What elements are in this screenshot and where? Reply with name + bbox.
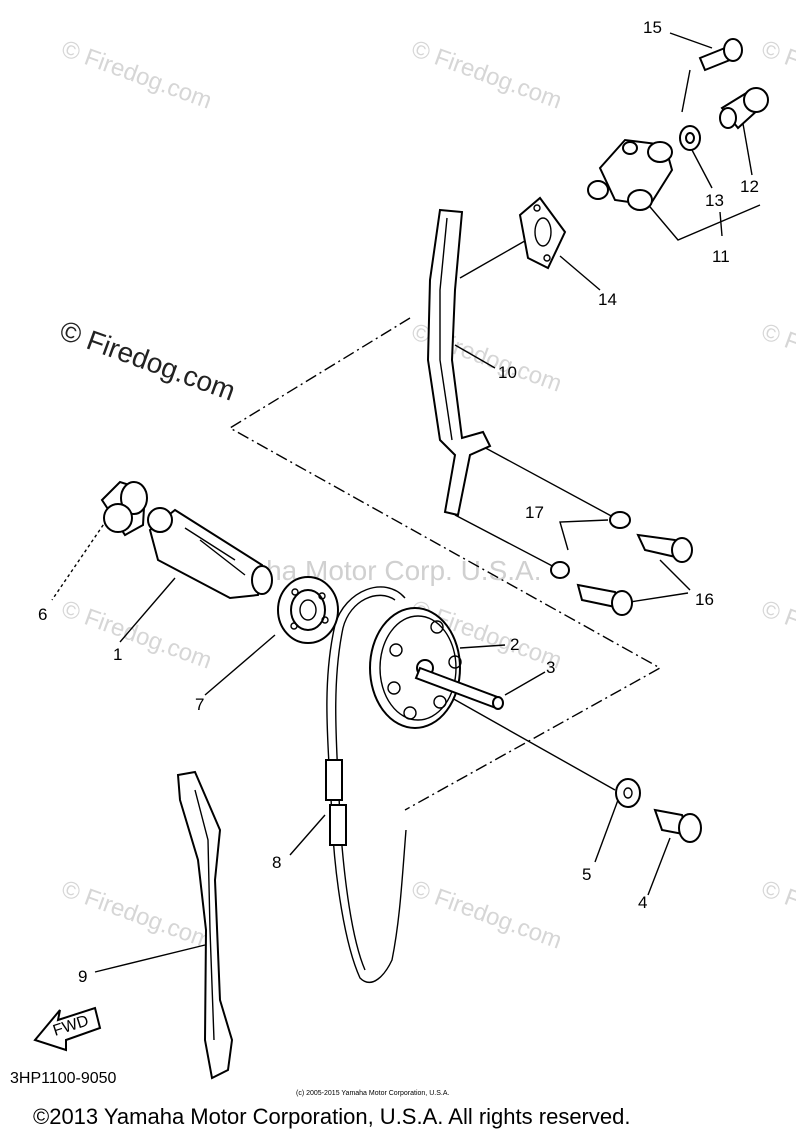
- assembly-outline: [228, 317, 662, 811]
- callout-13: 13: [705, 191, 724, 210]
- callout-6: 6: [38, 605, 47, 624]
- watermark: © Firedog.com: [758, 318, 796, 397]
- callout-3: 3: [546, 658, 555, 677]
- footer-copyright: ©2013 Yamaha Motor Corporation, U.S.A. A…: [33, 1104, 630, 1129]
- callout-16: 16: [695, 590, 714, 609]
- fwd-arrow: FWD: [33, 1006, 102, 1052]
- callout-2: 2: [510, 635, 519, 654]
- part-12-cap: [719, 87, 769, 130]
- part-2-sprocket: [369, 607, 462, 729]
- part-9-guide: [176, 770, 234, 1080]
- watermark: © Firedog.com: [758, 875, 796, 954]
- part-8-chain: [325, 586, 407, 984]
- part-16-bolts: [576, 533, 693, 616]
- callout-4: 4: [638, 893, 647, 912]
- watermark: © Firedog.com: [758, 595, 796, 674]
- watermark: © Firedog.com: [408, 875, 565, 954]
- callout-12: 12: [740, 177, 759, 196]
- part-7-bearing: [277, 576, 339, 644]
- part-5-washer: [615, 778, 641, 808]
- callout-11: 11: [712, 247, 730, 266]
- part-6-bearing: [100, 480, 148, 537]
- part-14-gasket: [518, 196, 567, 270]
- callout-7: 7: [195, 695, 204, 714]
- callout-8: 8: [272, 853, 281, 872]
- part-11-tensioner: [587, 138, 674, 211]
- callout-17: 17: [525, 503, 544, 522]
- callout-5: 5: [582, 865, 591, 884]
- part-3-pin: [414, 666, 504, 710]
- callout-9: 9: [78, 967, 87, 986]
- watermark: © Firedog.com: [58, 875, 215, 954]
- callout-14: 14: [598, 290, 617, 309]
- part-13-washer: [679, 125, 701, 151]
- callout-15: 15: [643, 18, 662, 37]
- watermark: © Firedog.com: [56, 315, 240, 407]
- watermark: © Firedog.com: [58, 595, 215, 674]
- watermark: © Firedog.com: [408, 35, 565, 114]
- part-15-bolt: [698, 38, 743, 72]
- callout-10: 10: [498, 363, 517, 382]
- part-10-guide: [426, 208, 492, 517]
- drawing-code: 3HP1100-9050: [10, 1070, 117, 1087]
- part-4-bolt: [653, 808, 702, 843]
- callout-1: 1: [113, 645, 122, 664]
- callout-labels: 15 12 13 11 14 10 17 16 6 1 7 2 3 8 5 4 …: [38, 18, 759, 986]
- small-copyright: (c) 2005-2015 Yamaha Motor Corporation, …: [296, 1090, 449, 1097]
- part-17-washers: [550, 511, 631, 579]
- watermark: © Firedog.com: [58, 35, 215, 114]
- part-1-camshaft: [147, 507, 273, 600]
